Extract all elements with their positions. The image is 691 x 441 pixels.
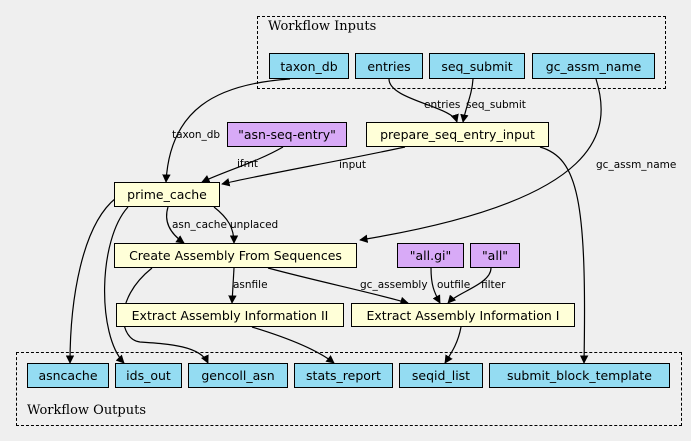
node-gc-assm-name[interactable]: gc_assm_name <box>532 53 655 79</box>
edge-create-extract2 <box>228 267 237 304</box>
node-taxon-db[interactable]: taxon_db <box>269 53 349 79</box>
workflow-inputs-label: Workflow Inputs <box>268 19 377 34</box>
edge-create-gencollasn <box>122 267 209 364</box>
edge-label-outfile: outfile <box>437 279 471 291</box>
workflow-inputs-cluster <box>257 16 666 89</box>
node-gencoll-asn[interactable]: gencoll_asn <box>188 363 288 388</box>
edge-label-asn-cache: asn_cache <box>172 219 227 231</box>
edge-create-extract1 <box>267 267 409 305</box>
node-extract-info-2[interactable]: Extract Assembly Information II <box>116 303 344 327</box>
edge-label-asnfile: asnfile <box>233 279 268 291</box>
node-seqid-list[interactable]: seqid_list <box>399 363 483 388</box>
edge-primecache-create-unplaced <box>213 206 239 244</box>
edge-label-unplaced: unplaced <box>230 219 279 231</box>
node-entries[interactable]: entries <box>355 53 423 79</box>
edge-label-seq-submit: seq_submit <box>466 99 526 111</box>
node-ids-out[interactable]: ids_out <box>115 363 182 388</box>
workflow-outputs-label: Workflow Outputs <box>27 403 146 418</box>
edge-prepare-primecache <box>221 146 406 187</box>
node-asn-seq-entry[interactable]: "asn-seq-entry" <box>227 122 347 147</box>
edge-extract1-seqidlist <box>444 326 462 364</box>
edge-label-entries: entries <box>424 99 461 111</box>
node-prepare-seq-entry-input[interactable]: prepare_seq_entry_input <box>366 122 549 147</box>
edge-asnseqentry-primecache <box>201 146 284 183</box>
edge-entries-prepare <box>388 78 459 123</box>
node-seq-submit[interactable]: seq_submit <box>429 53 525 79</box>
node-create-assembly[interactable]: Create Assembly From Sequences <box>114 243 357 268</box>
edge-label-gc-assm-name: gc_assm_name <box>596 159 677 171</box>
edge-extract2-statsreport <box>251 326 335 364</box>
node-all[interactable]: "all" <box>470 243 520 268</box>
node-submit-block-template[interactable]: submit_block_template <box>489 363 670 388</box>
edge-seqsubmit-prepare <box>460 78 474 123</box>
node-stats-report[interactable]: stats_report <box>294 363 393 388</box>
edge-label-gc-assembly: gc_assembly <box>360 279 428 291</box>
node-all-gi[interactable]: "all.gi" <box>397 243 464 268</box>
edge-allgi-extract1 <box>430 267 441 304</box>
node-prime-cache[interactable]: prime_cache <box>114 182 220 207</box>
edge-label-filter: filter <box>481 279 506 291</box>
edge-prepare-submitblock <box>539 146 589 364</box>
edge-label-ifmt: ifmt <box>237 158 258 170</box>
edge-taxondb-primecache <box>162 78 291 183</box>
edge-label-input: input <box>339 159 367 171</box>
edge-primecache-idsout <box>104 206 129 364</box>
edge-all-extract1 <box>447 267 492 304</box>
edge-primecache-create-asncache <box>165 206 185 244</box>
edge-gcassmname-create <box>359 78 602 243</box>
edge-label-taxon-db: taxon_db <box>172 129 221 141</box>
workflow-outputs-cluster <box>16 352 682 426</box>
edge-primecache-asncache <box>65 197 117 364</box>
node-asncache[interactable]: asncache <box>27 363 109 388</box>
node-extract-info-1[interactable]: Extract Assembly Information I <box>351 303 575 327</box>
